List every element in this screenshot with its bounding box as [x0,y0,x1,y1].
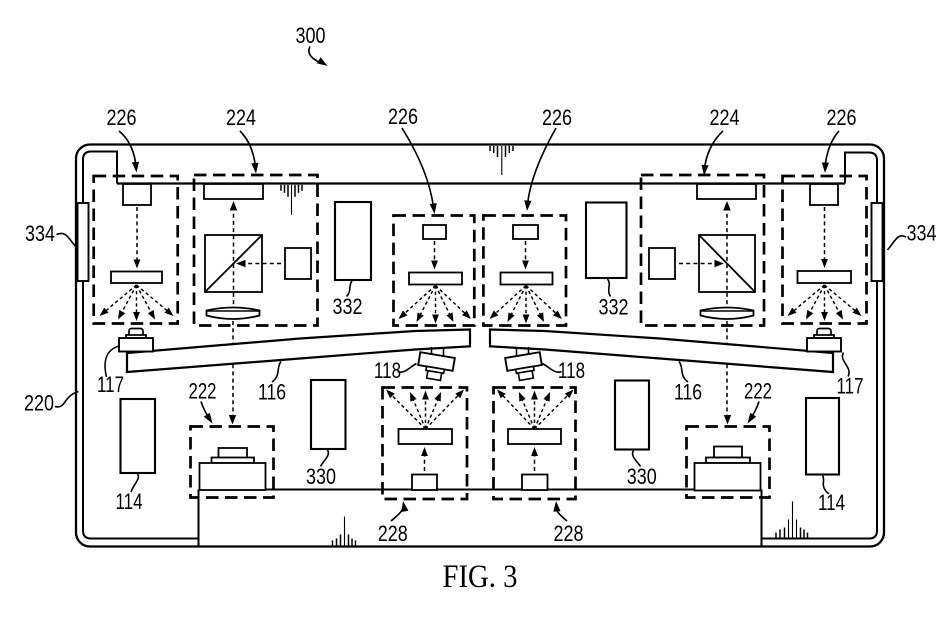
svg-text:330: 330 [306,464,336,489]
svg-text:228: 228 [378,521,408,546]
svg-text:116: 116 [258,380,286,405]
svg-text:334: 334 [25,221,55,246]
svg-text:222: 222 [189,379,217,404]
svg-text:117: 117 [97,372,124,397]
svg-text:226: 226 [827,105,857,130]
svg-text:300: 300 [296,23,326,48]
svg-text:118: 118 [558,358,585,383]
svg-text:117: 117 [837,374,864,399]
svg-text:FIG. 3: FIG. 3 [443,559,518,595]
svg-text:228: 228 [554,521,584,546]
svg-text:224: 224 [710,105,740,130]
svg-text:226: 226 [107,105,137,130]
svg-text:332: 332 [333,294,363,319]
svg-text:226: 226 [388,104,418,129]
svg-text:226: 226 [542,105,572,130]
svg-text:118: 118 [374,358,401,383]
svg-text:114: 114 [116,489,143,514]
svg-text:334: 334 [907,221,937,246]
svg-text:332: 332 [599,295,629,320]
svg-text:222: 222 [744,379,772,404]
svg-text:114: 114 [818,490,845,515]
svg-text:224: 224 [226,105,256,130]
svg-text:116: 116 [674,380,702,405]
svg-text:220: 220 [24,391,54,416]
svg-text:330: 330 [627,464,657,489]
